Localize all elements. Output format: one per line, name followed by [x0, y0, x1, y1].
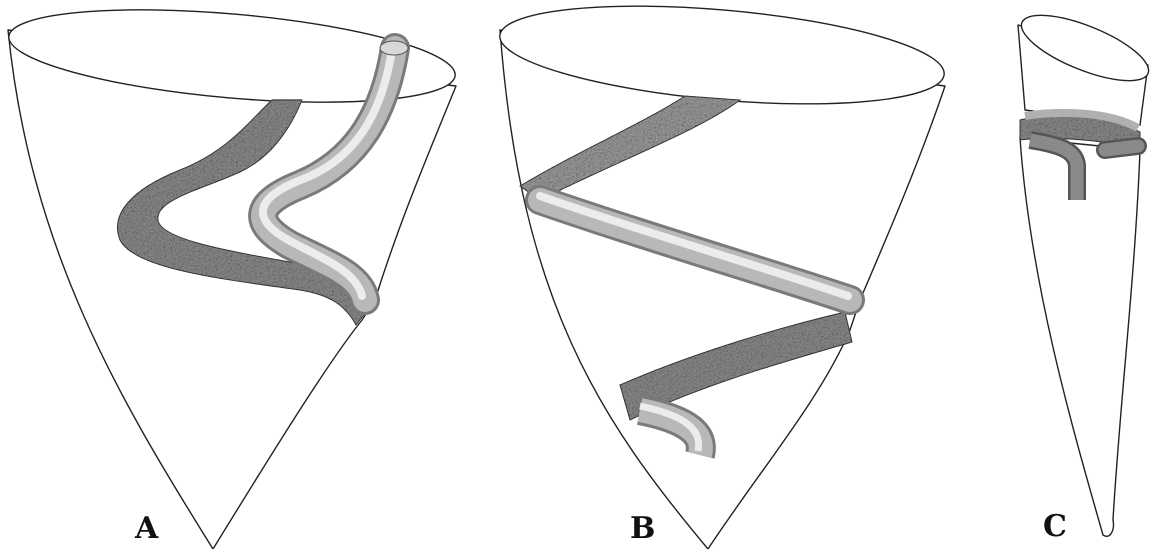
- panel-a: [5, 0, 459, 549]
- panel-a-tube-cap: [380, 41, 408, 55]
- panel-b: [496, 0, 948, 549]
- panel-b-label: B: [630, 511, 655, 546]
- panel-c-label: C: [1043, 509, 1067, 544]
- panel-c: [1014, 2, 1157, 536]
- panel-c-t-tube-right: [1105, 146, 1138, 150]
- panel-a-label: A: [134, 511, 159, 546]
